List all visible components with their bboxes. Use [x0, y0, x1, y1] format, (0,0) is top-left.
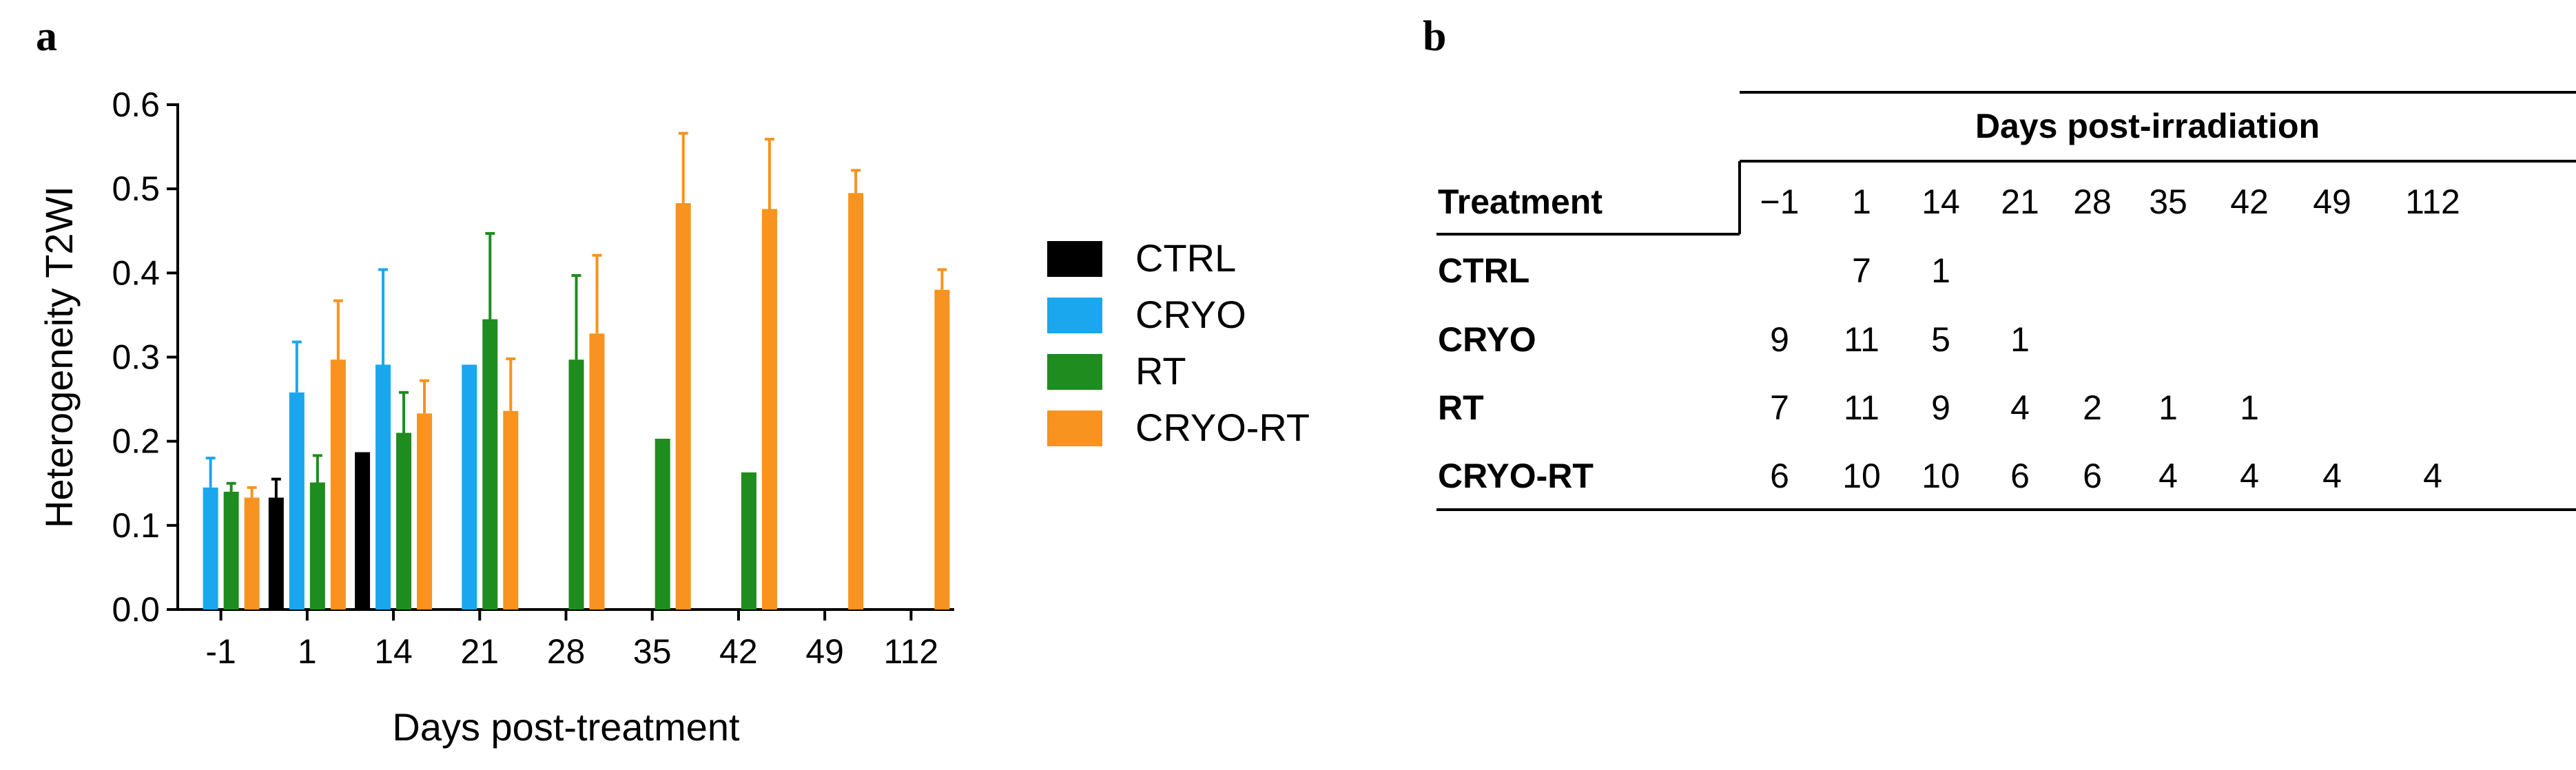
bar-chart: 0.0 0.1 0.2 0.3 0.4 0.5 0.6 -1 1 14 21 28 35 42 49 112D… — [37, 85, 1310, 749]
bar-ctrl — [268, 497, 284, 610]
table-row-label: CRYO — [1438, 320, 1536, 359]
bar-cryo — [289, 392, 305, 610]
x-tick-label: 1 — [298, 632, 317, 671]
panel-a-label: a — [36, 13, 57, 60]
x-tick-label: 49 — [805, 632, 844, 671]
table-day-header: 42 — [2230, 183, 2269, 221]
legend-label: CRYO — [1135, 293, 1246, 336]
table-day-header: 21 — [2001, 183, 2039, 221]
y-axis-title: Heterogeneity T2WI — [37, 186, 81, 528]
legend-swatch-cryo-rt — [1047, 410, 1102, 446]
x-tick-label: 14 — [374, 632, 413, 671]
table-cell: 9 — [1770, 320, 1789, 359]
bar-cryo-rt — [589, 333, 605, 610]
table-cell: 4 — [2240, 457, 2259, 495]
bar-cryo — [203, 487, 218, 610]
table-cell: 4 — [2010, 388, 2030, 427]
table-cell: 10 — [1842, 457, 1881, 495]
legend-swatch-rt — [1047, 354, 1102, 390]
bar-rt — [655, 439, 670, 610]
table-cell: 7 — [1852, 251, 1871, 290]
y-tick-label: 0.6 — [112, 85, 160, 124]
legend-swatch-ctrl — [1047, 241, 1102, 277]
legend-swatch-cryo — [1047, 298, 1102, 333]
x-tick-label: 21 — [460, 632, 499, 671]
table-cell: 4 — [2423, 457, 2442, 495]
bar-cryo-rt — [503, 410, 519, 610]
bar-cryo — [375, 364, 391, 610]
table-cell: 2 — [2083, 388, 2102, 427]
table-day-header: 112 — [2405, 183, 2460, 221]
table-row-label: CTRL — [1438, 251, 1529, 290]
table-cell: 11 — [1844, 388, 1879, 427]
table-cell: 4 — [2158, 457, 2178, 495]
plot-area: 0.0 0.1 0.2 0.3 0.4 0.5 0.6 -1 1 14 21 28 35 42 49 112D… — [37, 85, 1310, 749]
legend-label: RT — [1135, 349, 1186, 393]
table-cell: 5 — [1931, 320, 1950, 359]
table-day-header: −1 — [1760, 183, 1799, 221]
table-cell: 6 — [2010, 457, 2030, 495]
bar-cryo-rt — [761, 209, 777, 610]
bar-cryo-rt — [934, 289, 950, 610]
x-tick-label: 42 — [719, 632, 758, 671]
table-cell: 1 — [2158, 388, 2178, 427]
table-day-header: 49 — [2313, 183, 2351, 221]
table-cell: 4 — [2322, 457, 2342, 495]
bar-cryo-rt — [675, 202, 691, 610]
table-day-header: 14 — [1921, 183, 1960, 221]
table-day-header: 35 — [2149, 183, 2187, 221]
table-row-label: CRYO-RT — [1438, 457, 1594, 495]
bar-cryo — [462, 364, 477, 610]
bar-rt — [309, 482, 325, 610]
y-tick-label: 0.4 — [112, 253, 160, 292]
x-axis-title: Days post-treatment — [392, 705, 740, 749]
y-tick-label: 0.1 — [112, 506, 160, 545]
bar-rt — [482, 319, 498, 610]
x-tick-label: -1 — [205, 632, 236, 671]
bar-ctrl — [355, 452, 371, 610]
bar-cryo-rt — [848, 193, 864, 610]
x-tick-label: 35 — [633, 632, 672, 671]
x-tick-label: 28 — [547, 632, 586, 671]
table-cell: 11 — [1844, 320, 1879, 359]
table-cell: 1 — [2240, 388, 2259, 427]
table-cell: 6 — [2083, 457, 2102, 495]
table-treatment-header: Treatment — [1438, 183, 1603, 221]
table-cell: 6 — [1770, 457, 1789, 495]
y-tick-label: 0.0 — [112, 590, 160, 629]
y-tick-label: 0.2 — [112, 422, 160, 461]
bar-rt — [741, 472, 756, 610]
table-cell: 1 — [1931, 251, 1950, 290]
bar-cryo-rt — [244, 497, 260, 610]
table-cell: 1 — [2010, 320, 2030, 359]
bar-rt — [568, 360, 584, 610]
y-tick-label: 0.3 — [112, 338, 160, 377]
table-cell: 9 — [1931, 388, 1950, 427]
table-cell: 10 — [1921, 457, 1960, 495]
bar-rt — [223, 491, 239, 610]
table-row-label: RT — [1438, 388, 1484, 427]
table-day-header: 1 — [1852, 183, 1871, 221]
legend-label: CTRL — [1135, 236, 1236, 280]
table-day-header: 28 — [2073, 183, 2112, 221]
bar-cryo-rt — [417, 413, 433, 610]
table-super-header: Days post-irradiation — [1975, 107, 2320, 145]
legend-label: CRYO-RT — [1135, 406, 1310, 449]
panel-b-label: b — [1423, 13, 1447, 60]
bar-cryo-rt — [330, 360, 346, 610]
bar-rt — [396, 433, 412, 610]
y-tick-label: 0.5 — [112, 169, 160, 208]
x-tick-label: 112 — [884, 632, 939, 671]
table-cell: 7 — [1770, 388, 1789, 427]
